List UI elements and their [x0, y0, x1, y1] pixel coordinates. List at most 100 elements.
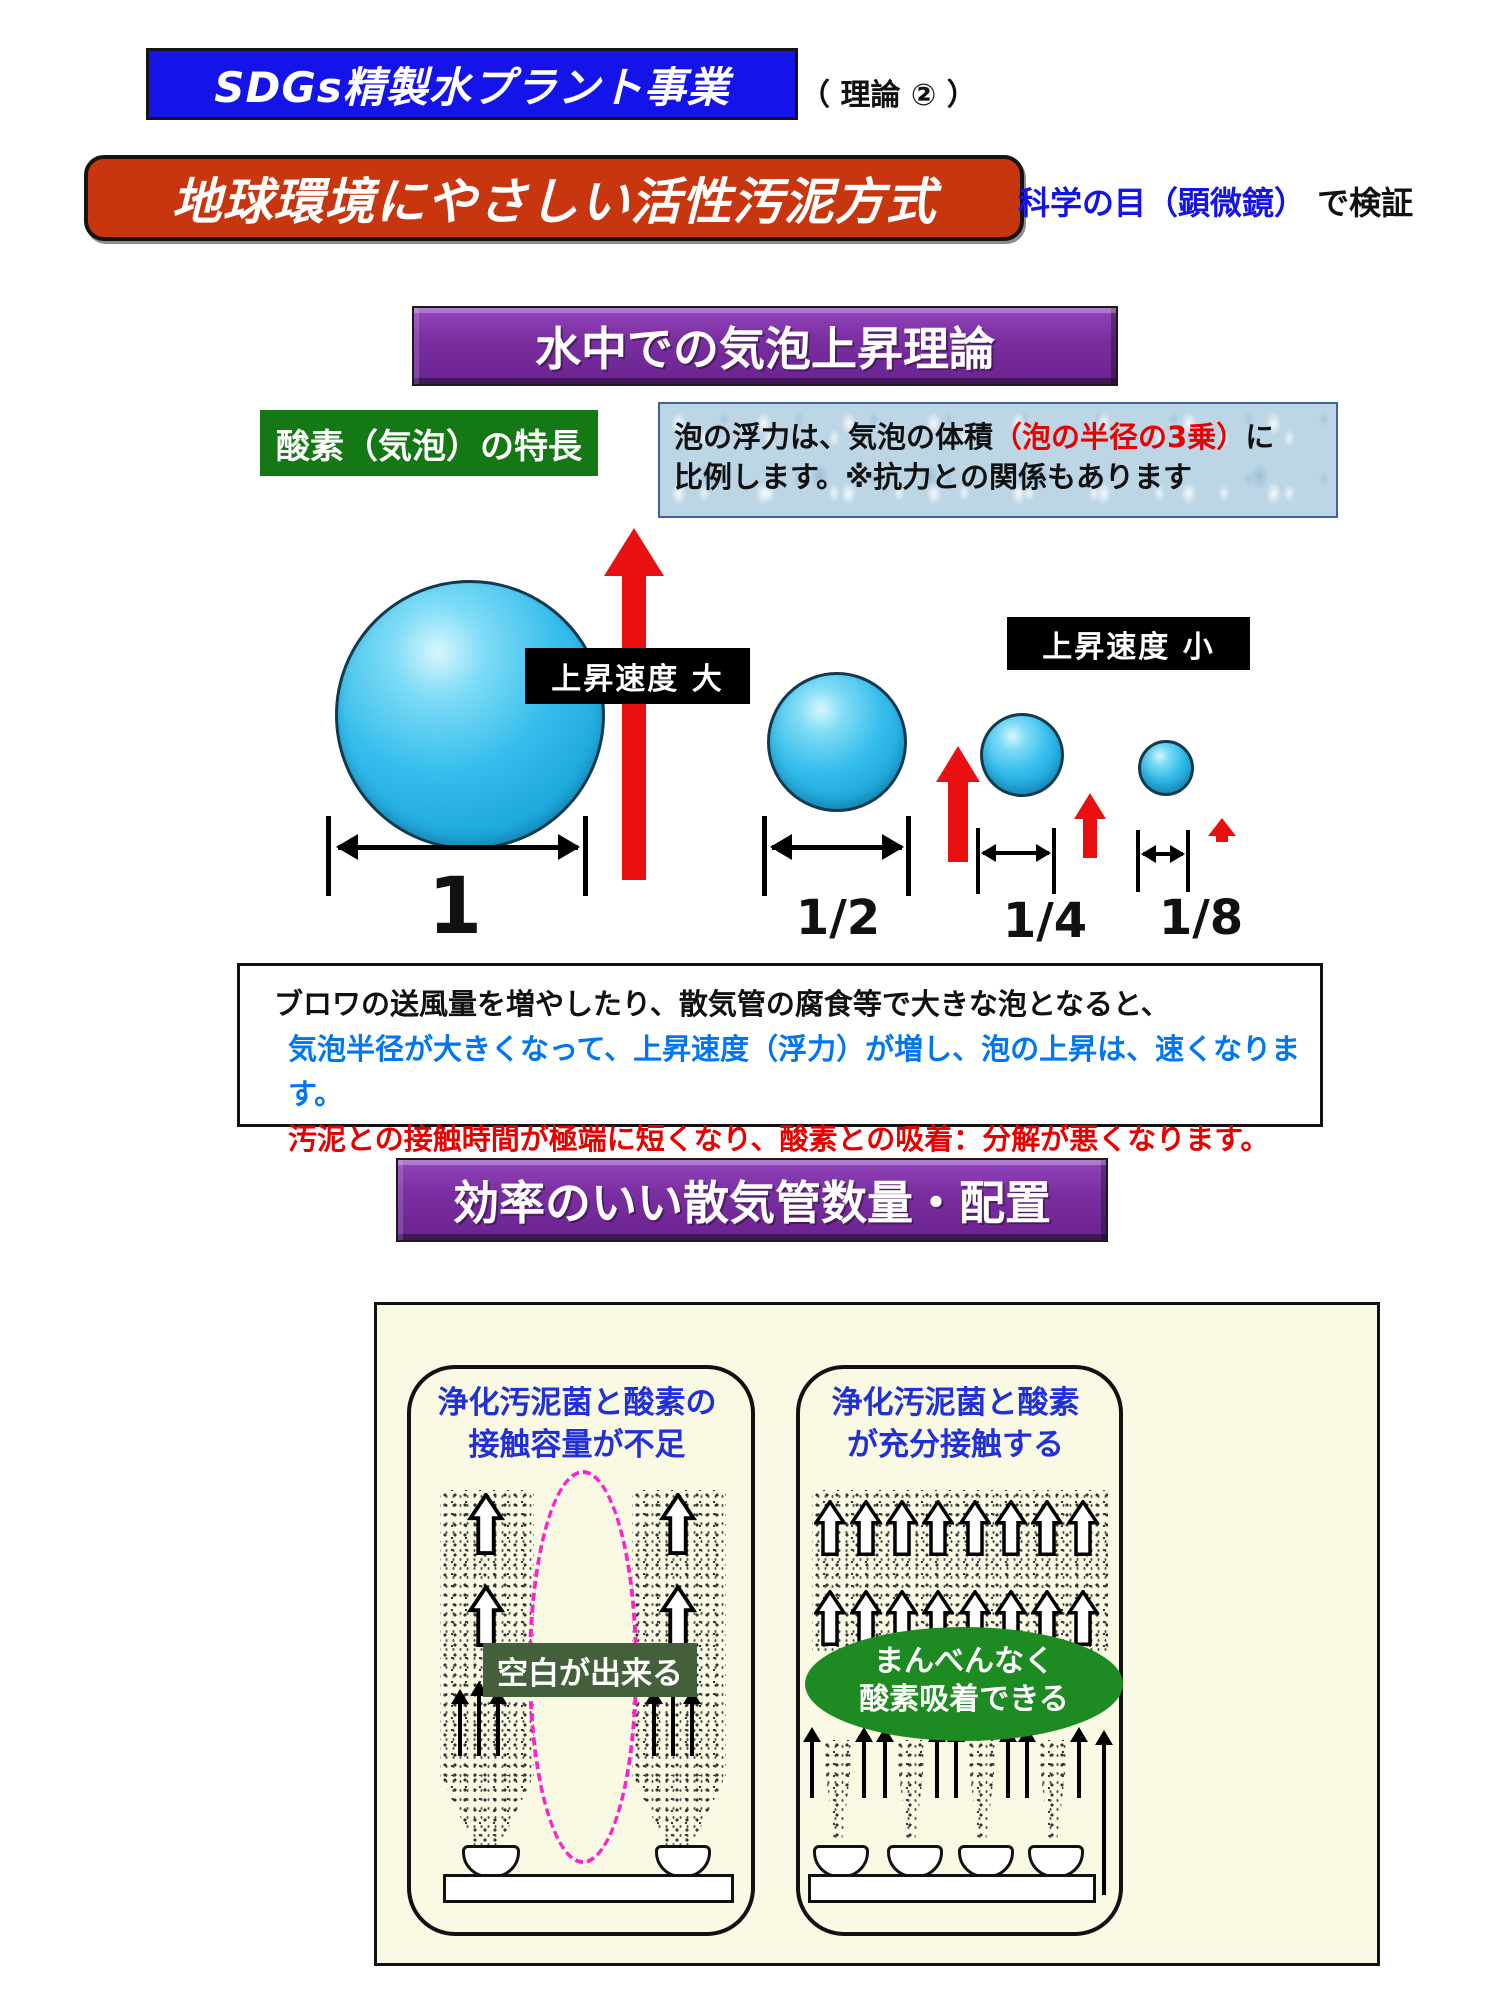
small-up-arrow-icon	[928, 1727, 946, 1798]
diffuser-pipe	[443, 1874, 734, 1903]
right-tank-heading-line1: 浄化汚泥菌と酸素	[831, 1385, 1080, 1421]
size-label-half: 1/2	[795, 890, 881, 946]
rise-arrow-eighth-head-icon	[1208, 818, 1236, 836]
up-arrow-icon	[814, 1590, 846, 1646]
diameter-arrow-eighth	[1141, 845, 1185, 863]
main-title-label: 地球環境にやさしい活性汚泥方式	[171, 173, 937, 231]
size-label-eighth: 1/8	[1158, 890, 1244, 946]
left-tank-heading-line2: 接触容量が不足	[468, 1427, 686, 1463]
bubble-half	[767, 672, 907, 812]
left-tank	[407, 1365, 755, 1936]
left-tank-heading: 浄化汚泥菌と酸素の 接触容量が不足	[407, 1382, 747, 1466]
bubble-theory-title: 水中での気泡上昇理論	[535, 322, 995, 376]
buoyancy-note-line1: 泡の浮力は、気泡の体積（泡の半径の3乗）に	[674, 417, 1322, 457]
right-tank-heading-line2: が充分接触する	[847, 1427, 1064, 1463]
buoyancy-note-box: 泡の浮力は、気泡の体積（泡の半径の3乗）に 比例します。※抗力との関係もあります	[658, 402, 1338, 518]
diffuser-section-banner: 効率のいい散気管数量・配置	[396, 1158, 1108, 1242]
buoyancy-text-red: （泡の半径の3乗）	[993, 420, 1246, 454]
rise-arrow-large-head-icon	[604, 528, 664, 576]
right-tank-heading: 浄化汚泥菌と酸素 が充分接触する	[796, 1382, 1115, 1466]
small-up-arrow-icon	[470, 1681, 488, 1756]
main-title-banner: 地球環境にやさしい活性汚泥方式	[84, 155, 1024, 241]
up-arrow-icon	[922, 1500, 954, 1556]
up-arrow-icon	[1031, 1500, 1063, 1556]
left-tank-heading-line1: 浄化汚泥菌と酸素の	[437, 1385, 717, 1421]
up-arrow-icon	[659, 1493, 697, 1555]
dimension-bar	[762, 816, 767, 896]
right-tank	[796, 1365, 1123, 1936]
verification-note: 科学の目（顕微鏡） で検証	[1018, 178, 1413, 224]
dimension-bar	[976, 828, 980, 894]
diffuser-pipe	[808, 1874, 1096, 1903]
size-label-quarter: 1/4	[1002, 893, 1088, 949]
small-up-arrow-icon	[451, 1689, 469, 1756]
rise-arrow-half-shaft	[948, 780, 968, 862]
up-arrow-icon	[886, 1500, 918, 1556]
coverage-label-line1: まんべんなく	[874, 1644, 1054, 1679]
program-badge-label: SDGs精製水プラント事業	[214, 62, 730, 112]
rise-arrow-quarter-head-icon	[1074, 793, 1106, 819]
dimension-bar	[1052, 828, 1056, 894]
rise-arrow-half-head-icon	[936, 746, 980, 782]
explanation-line1: ブロワの送風量を増やしたり、散気管の腐食等で大きな泡となると、	[274, 987, 1170, 1021]
rise-arrow-large-shaft	[622, 574, 646, 880]
up-arrow-icon	[995, 1500, 1027, 1556]
small-up-arrow-icon	[664, 1681, 682, 1756]
bubble-theory-section-banner: 水中での気泡上昇理論	[412, 306, 1118, 386]
up-arrow-icon	[467, 1493, 505, 1555]
small-up-arrow-icon	[947, 1727, 965, 1798]
void-label: 空白が出来る	[497, 1655, 683, 1692]
up-arrow-icon	[959, 1500, 991, 1556]
small-up-arrow-icon	[1018, 1727, 1036, 1798]
oxygen-feature-label: 酸素（気泡）の特長	[276, 426, 582, 467]
bubble-quarter	[980, 713, 1064, 797]
rise-arrow-quarter-shaft	[1083, 817, 1097, 858]
up-arrow-icon	[467, 1585, 505, 1647]
coverage-label-ellipse: まんべんなく 酸素吸着できる	[805, 1627, 1123, 1741]
coverage-label-line2: 酸素吸着できる	[859, 1682, 1069, 1717]
buoyancy-text-before: 泡の浮力は、気泡の体積	[674, 420, 994, 454]
explanation-line2: 気泡半径が大きくなって、上昇速度（浮力）が増し、泡の上昇は、速くなります。	[288, 1032, 1301, 1111]
dimension-bar	[906, 816, 911, 896]
void-label-box: 空白が出来る	[483, 1643, 697, 1697]
up-arrow-icon	[814, 1500, 846, 1556]
small-up-arrow-icon	[803, 1727, 821, 1798]
diameter-arrow-large	[336, 834, 580, 860]
buoyancy-text-after: に	[1245, 420, 1275, 454]
diameter-arrow-quarter	[981, 844, 1051, 862]
oxygen-feature-label-box: 酸素（気泡）の特長	[260, 410, 598, 476]
rise-speed-small-tag: 上昇速度 小	[1007, 617, 1250, 670]
bubble-eighth	[1138, 740, 1194, 796]
theory-number-label: （ 理論 ② ）	[800, 78, 977, 113]
rise-arrow-eighth-shaft	[1216, 834, 1228, 842]
dimension-bar	[583, 816, 588, 896]
dimension-bar	[326, 816, 331, 896]
circulation-up-arrow-icon	[1095, 1730, 1113, 1895]
small-up-arrow-icon	[999, 1727, 1017, 1798]
small-up-arrow-icon	[683, 1689, 701, 1756]
program-badge: SDGs精製水プラント事業	[146, 48, 798, 120]
small-up-arrow-icon	[1070, 1727, 1088, 1798]
explanation-line3: 汚泥との接触時間が極端に短くなり、酸素との吸着：分解が悪くなります。	[288, 1122, 1270, 1156]
up-arrow-icon	[850, 1500, 882, 1556]
rise-speed-large-tag: 上昇速度 大	[525, 648, 750, 704]
diameter-arrow-half	[770, 834, 904, 860]
up-arrow-icon	[1067, 1500, 1099, 1556]
explanation-box: ブロワの送風量を増やしたり、散気管の腐食等で大きな泡となると、 気泡半径が大きく…	[237, 963, 1323, 1156]
small-up-arrow-icon	[645, 1689, 663, 1756]
diffuser-section-title: 効率のいい散気管数量・配置	[453, 1176, 1051, 1230]
up-arrow-icon	[1067, 1590, 1099, 1646]
buoyancy-note-line2: 比例します。※抗力との関係もあります	[674, 460, 1193, 494]
size-label-1: 1	[427, 862, 483, 952]
rise-speed-large-label: 上昇速度 大	[551, 662, 724, 697]
verification-black-text: で検証	[1317, 184, 1414, 222]
up-arrow-icon	[659, 1585, 697, 1647]
verification-blue-text: 科学の目（顕微鏡）	[1018, 184, 1307, 222]
small-up-arrow-icon	[855, 1727, 873, 1798]
rise-speed-small-label: 上昇速度 小	[1042, 629, 1215, 665]
small-up-arrow-icon	[876, 1727, 894, 1798]
small-up-arrow-icon	[489, 1689, 507, 1756]
bubble-large	[335, 580, 605, 850]
dimension-bar	[1186, 830, 1190, 892]
